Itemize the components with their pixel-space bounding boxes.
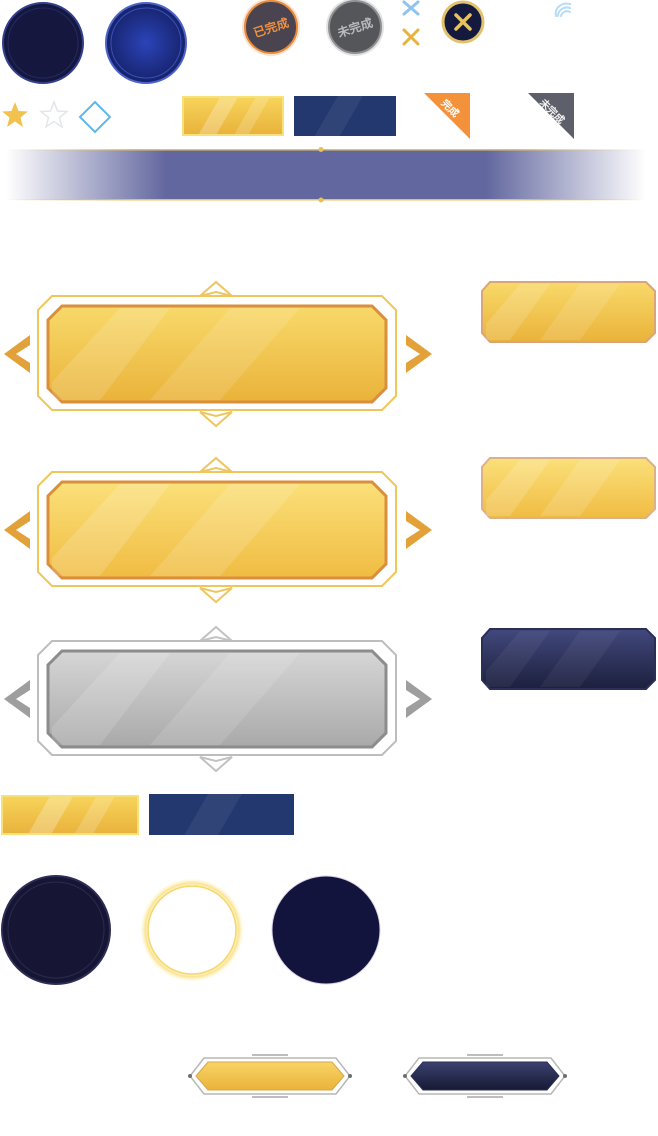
- blue-tab-wide: [149, 794, 294, 835]
- completed-stamp: 已完成: [244, 0, 298, 54]
- navy-hex-button[interactable]: [401, 1052, 569, 1100]
- blue-round-badge: [104, 1, 188, 85]
- diamond-icon: [78, 100, 112, 134]
- title-banner: [0, 146, 658, 204]
- sword-cross-icon: [402, 0, 420, 48]
- completed-corner-tag: 完成: [424, 93, 470, 139]
- gold-tab-wide: [1, 795, 139, 835]
- not-completed-corner-tag: 未完成: [528, 93, 574, 139]
- not-completed-stamp-label: 未完成: [335, 15, 375, 40]
- blue-tab-small: [294, 96, 396, 136]
- gold-button-small[interactable]: [480, 280, 658, 344]
- not-completed-stamp: 未完成: [328, 0, 382, 54]
- completed-stamp-label: 已完成: [251, 15, 291, 40]
- star-icon: [1, 101, 29, 129]
- glow-avatar-frame: [140, 878, 244, 982]
- close-icon[interactable]: [441, 0, 485, 44]
- gold-button-small-light[interactable]: [480, 456, 658, 520]
- silver-framed-button-large[interactable]: [0, 625, 436, 775]
- gold-tab-small: [182, 96, 284, 136]
- gold-hex-button[interactable]: [186, 1052, 354, 1100]
- gold-framed-button-large[interactable]: [0, 280, 436, 430]
- star-outline-icon: [38, 99, 70, 129]
- gold-framed-button-large-alt[interactable]: [0, 456, 436, 606]
- dark-round-badge: [1, 1, 85, 85]
- swirl-icon: [552, 0, 574, 20]
- dark-avatar-frame: [0, 874, 112, 986]
- navy-avatar-frame: [270, 874, 382, 986]
- navy-button-small[interactable]: [480, 627, 658, 691]
